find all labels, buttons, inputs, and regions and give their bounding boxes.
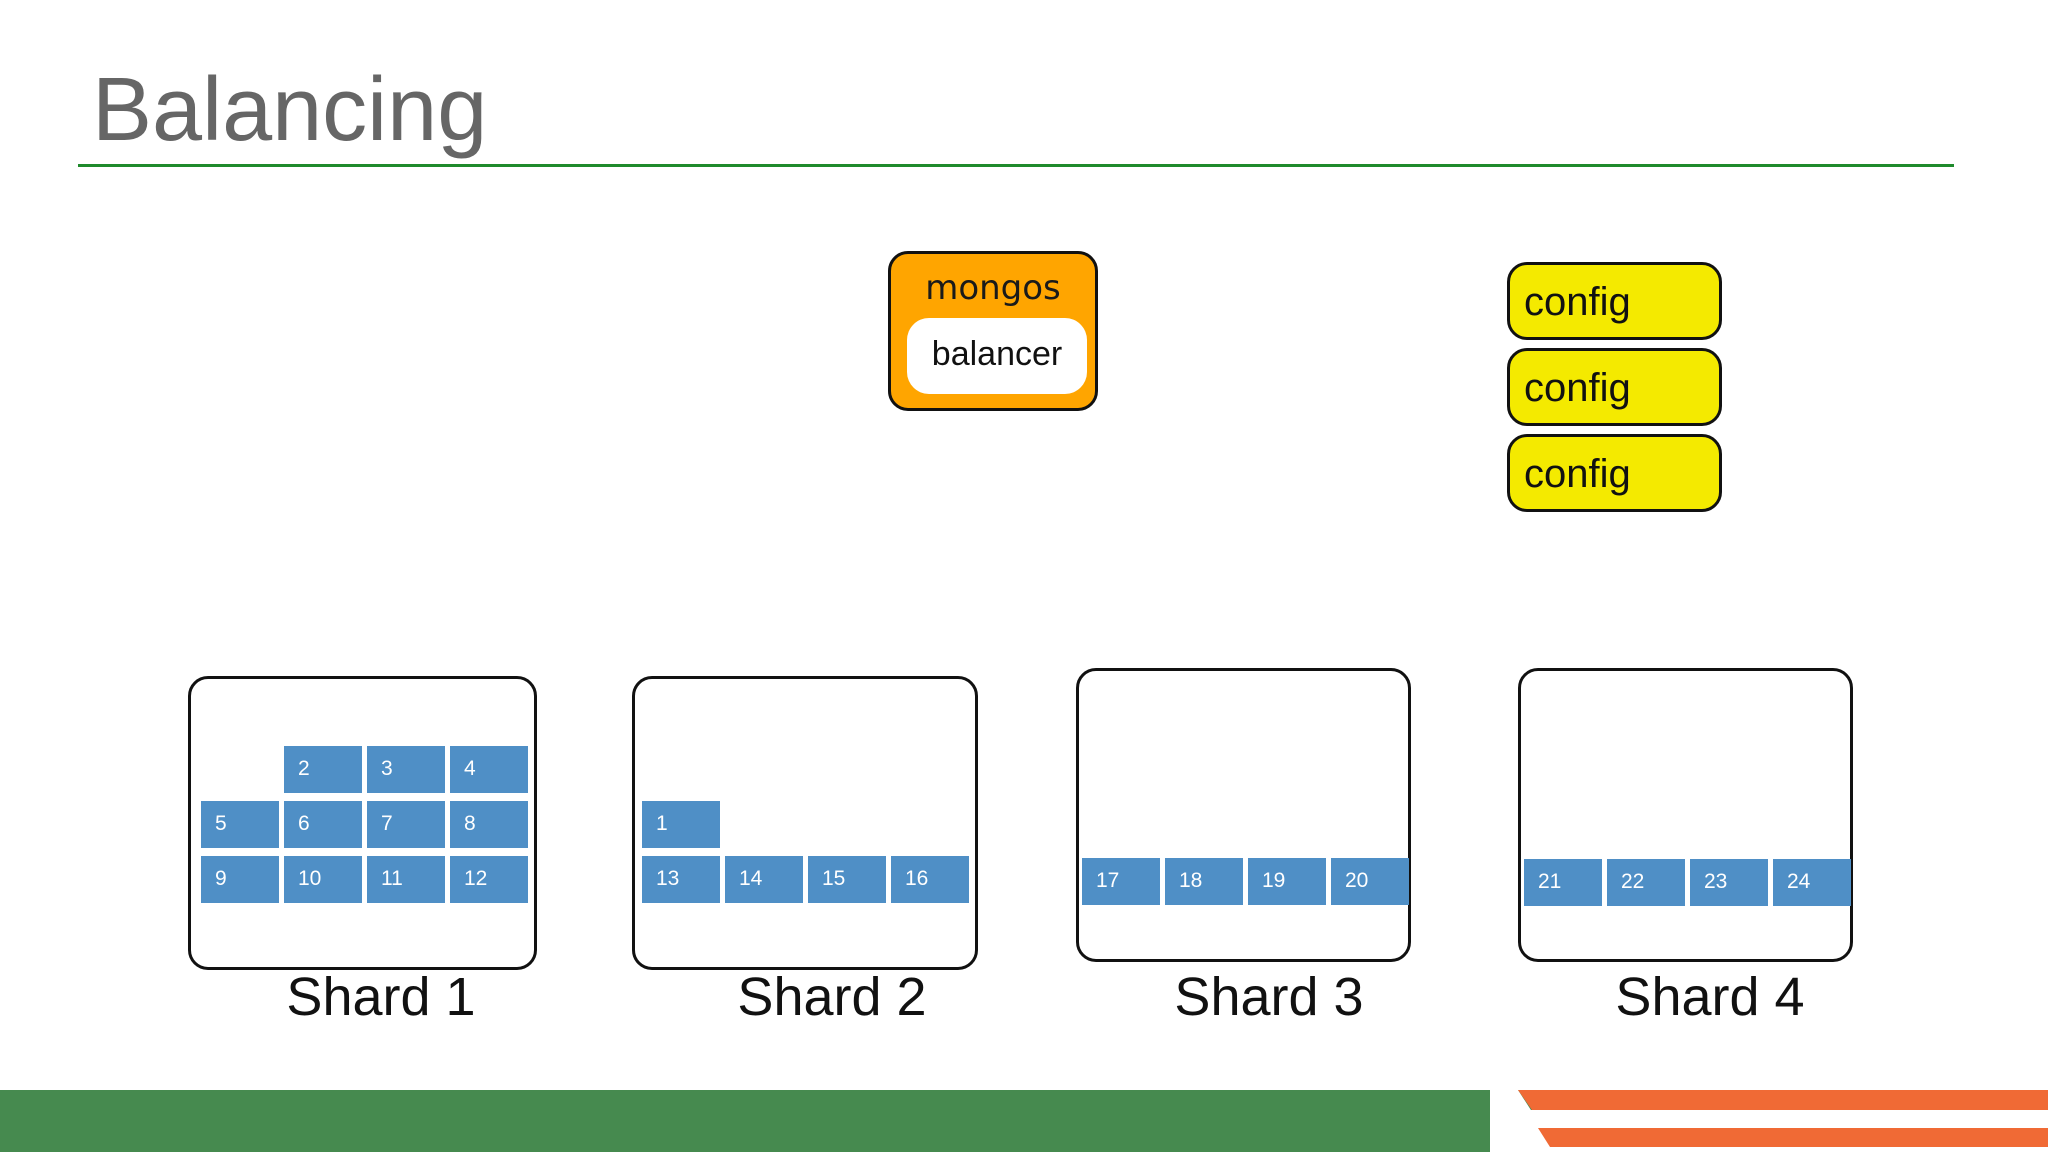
chunk-label: 4 [464, 757, 476, 780]
chunk-20: 20 [1331, 858, 1409, 905]
chunk-8: 8 [450, 801, 528, 848]
chunk-10: 10 [284, 856, 362, 903]
chunk-22: 22 [1607, 859, 1685, 906]
chunk-label: 16 [905, 867, 929, 890]
shard-4-label: Shard 4 [1615, 967, 1805, 1027]
chunk-4: 4 [450, 746, 528, 793]
chunk-label: 15 [822, 867, 846, 890]
chunk-24: 24 [1773, 859, 1851, 906]
shard-3-label: Shard 3 [1174, 967, 1364, 1027]
chunk-17: 17 [1082, 858, 1160, 905]
chunk-label: 21 [1538, 870, 1562, 893]
chunk-label: 22 [1621, 870, 1645, 893]
slide-title: Balancing [92, 60, 488, 160]
chunk-label: 10 [298, 867, 322, 890]
chunk-label: 13 [656, 867, 680, 890]
config-server-2: config [1507, 348, 1722, 426]
balancer-label: balancer [931, 335, 1063, 373]
chunk-15: 15 [808, 856, 886, 903]
chunk-label: 11 [381, 867, 403, 890]
balancer-box: balancer [907, 318, 1087, 394]
mongos-node: mongos balancer [888, 251, 1098, 411]
shard-2-label: Shard 2 [737, 967, 927, 1027]
chunk-13: 13 [642, 856, 720, 903]
chunk-label: 5 [215, 812, 227, 835]
chunk-label: 7 [381, 812, 393, 835]
chunk-19: 19 [1248, 858, 1326, 905]
chunk-label: 9 [215, 867, 227, 890]
shard-1: 2 3 4 5 6 7 8 9 10 11 12 [188, 676, 537, 970]
shard-4: 21 22 23 24 [1518, 668, 1853, 962]
chunk-11: 11 [367, 856, 445, 903]
config-label: config [1524, 452, 1631, 496]
chunk-1: 1 [642, 801, 720, 848]
config-label: config [1524, 366, 1631, 410]
chunk-23: 23 [1690, 859, 1768, 906]
chunk-6: 6 [284, 801, 362, 848]
config-server-1: config [1507, 262, 1722, 340]
chunk-label: 24 [1787, 870, 1811, 893]
chunk-label: 23 [1704, 870, 1728, 893]
chunk-label: 2 [298, 757, 310, 780]
shard-1-label: Shard 1 [286, 967, 476, 1027]
mongos-label: mongos [925, 268, 1061, 308]
config-label: config [1524, 280, 1631, 324]
chunk-18: 18 [1165, 858, 1243, 905]
chunk-12: 12 [450, 856, 528, 903]
chunk-14: 14 [725, 856, 803, 903]
chunk-label: 12 [464, 867, 488, 890]
footer-accent-stripes [1490, 1090, 2048, 1152]
chunk-label: 18 [1179, 869, 1203, 892]
chunk-2: 2 [284, 746, 362, 793]
chunk-5: 5 [201, 801, 279, 848]
chunk-label: 8 [464, 812, 476, 835]
chunk-7: 7 [367, 801, 445, 848]
chunk-label: 6 [298, 812, 310, 835]
chunk-label: 20 [1345, 869, 1369, 892]
chunk-21: 21 [1524, 859, 1602, 906]
title-divider [78, 164, 1954, 167]
chunk-16: 16 [891, 856, 969, 903]
config-server-3: config [1507, 434, 1722, 512]
chunk-label: 14 [739, 867, 763, 890]
chunk-9: 9 [201, 856, 279, 903]
shard-3: 17 18 19 20 [1076, 668, 1411, 962]
chunk-label: 19 [1262, 869, 1286, 892]
shard-2: 1 13 14 15 16 [632, 676, 978, 970]
chunk-3: 3 [367, 746, 445, 793]
chunk-label: 17 [1096, 869, 1120, 892]
chunk-label: 3 [381, 757, 393, 780]
chunk-label: 1 [656, 812, 668, 835]
